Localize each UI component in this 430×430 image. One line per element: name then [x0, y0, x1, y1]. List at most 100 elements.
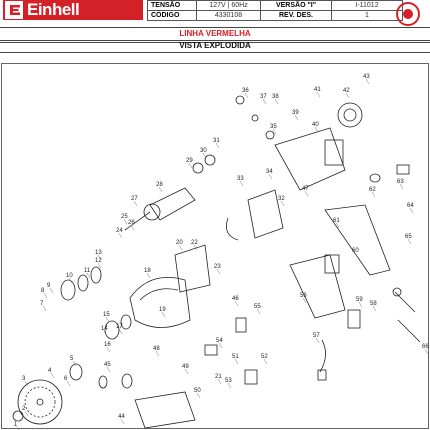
callout-number: 11 [84, 268, 91, 274]
leader-line [274, 98, 279, 105]
leader-line [358, 301, 363, 308]
callout-number: 21 [215, 374, 222, 380]
callout-number: 48 [153, 346, 160, 352]
callout-number: 20 [176, 240, 183, 246]
callout-number: 34 [266, 169, 273, 175]
washer [98, 375, 108, 389]
leader-line [424, 348, 429, 355]
leader-line [133, 200, 138, 207]
callout-number: 35 [270, 124, 277, 130]
leader-line [72, 360, 77, 367]
bearing [104, 320, 120, 340]
guard-rib [139, 288, 179, 301]
leader-line [216, 268, 221, 275]
handle-half [289, 254, 346, 319]
callout-number: 32 [278, 196, 285, 202]
saw-blade [17, 379, 63, 425]
callout-number: 25 [121, 214, 128, 220]
callout-number: 22 [191, 240, 198, 246]
leader-line [118, 328, 123, 335]
leader-line [49, 287, 54, 294]
callout-number: 28 [156, 182, 163, 188]
bearing [121, 373, 133, 389]
label-plate [396, 164, 410, 175]
callout-number: 57 [313, 333, 320, 339]
callout-number: 56 [300, 293, 307, 299]
callout-number: 52 [261, 354, 268, 360]
callout-number: 63 [397, 179, 404, 185]
leader-line [262, 98, 267, 105]
callout-number: 61 [333, 218, 340, 224]
callout-number: 17 [116, 324, 123, 330]
callout-number: 12 [95, 258, 102, 264]
callout-number: 65 [405, 234, 412, 240]
leader-line [256, 308, 261, 315]
spec-row: CÓDIGO 4330108 REV. DES. 1 [147, 10, 403, 21]
leader-line [218, 342, 223, 349]
wrench [394, 291, 416, 313]
leader-line [335, 222, 340, 229]
leader-line [272, 128, 277, 135]
callout-number: 40 [312, 122, 319, 128]
callout-number: 54 [216, 338, 223, 344]
callout-number: 3 [22, 376, 26, 382]
leader-line [244, 92, 249, 99]
leader-line [263, 358, 268, 365]
callout-number: 58 [370, 301, 377, 307]
motor-housing [274, 127, 346, 191]
callout-number: 36 [242, 88, 249, 94]
leader-line [304, 190, 309, 197]
leader-line [316, 91, 321, 98]
spec-table: TENSÃO 127V | 60Hz VERSÃO "I" I-11012 CÓ… [147, 0, 403, 21]
callout-number: 27 [131, 196, 138, 202]
power-cord [319, 339, 326, 373]
leader-line [215, 142, 220, 149]
cable-clamp [369, 173, 381, 183]
lever [204, 344, 218, 356]
callout-number: 44 [118, 414, 125, 420]
part-outlines [12, 95, 421, 429]
stator [247, 189, 284, 239]
leader-line [372, 305, 377, 312]
leader-line [399, 183, 404, 190]
line-title: LINHA VERMELHA [0, 27, 430, 41]
callout-number: 7 [40, 301, 44, 307]
leader-line [365, 78, 370, 85]
callout-number: 66 [422, 344, 429, 350]
callout-number: 29 [186, 158, 193, 164]
callout-number: 62 [369, 187, 376, 193]
armature-fan [143, 203, 161, 221]
leader-line [105, 316, 110, 323]
saw-blade-teeth [24, 386, 56, 418]
header-block: Einhell TENSÃO 127V | 60Hz VERSÃO "I" I-… [0, 0, 430, 43]
leader-line [66, 380, 71, 387]
callout-number: 4 [48, 368, 52, 374]
leader-line [409, 207, 414, 214]
callout-number: 38 [272, 94, 279, 100]
base-plate [134, 391, 196, 429]
switch [324, 254, 340, 274]
leader-line [227, 382, 232, 389]
leader-line [407, 238, 412, 245]
bearing [204, 154, 216, 166]
callout-number: 33 [237, 176, 244, 182]
callout-number: 39 [292, 110, 299, 116]
callout-number: 51 [232, 354, 239, 360]
callout-number: 49 [182, 364, 189, 370]
leader-line [294, 114, 299, 121]
wrench-head [392, 287, 402, 297]
flange-nut [12, 410, 24, 422]
leader-line [354, 252, 359, 259]
washer [77, 274, 89, 292]
callout-number: 30 [200, 148, 207, 154]
leader-line [120, 418, 125, 425]
leader-line [118, 232, 123, 239]
handle-half [324, 204, 391, 276]
callout-number: 42 [343, 88, 350, 94]
brand-name: Einhell [27, 0, 80, 19]
bearing [60, 279, 76, 301]
drawing-frame [1, 63, 429, 429]
callout-number: 10 [66, 273, 73, 279]
leader-line [130, 224, 135, 231]
